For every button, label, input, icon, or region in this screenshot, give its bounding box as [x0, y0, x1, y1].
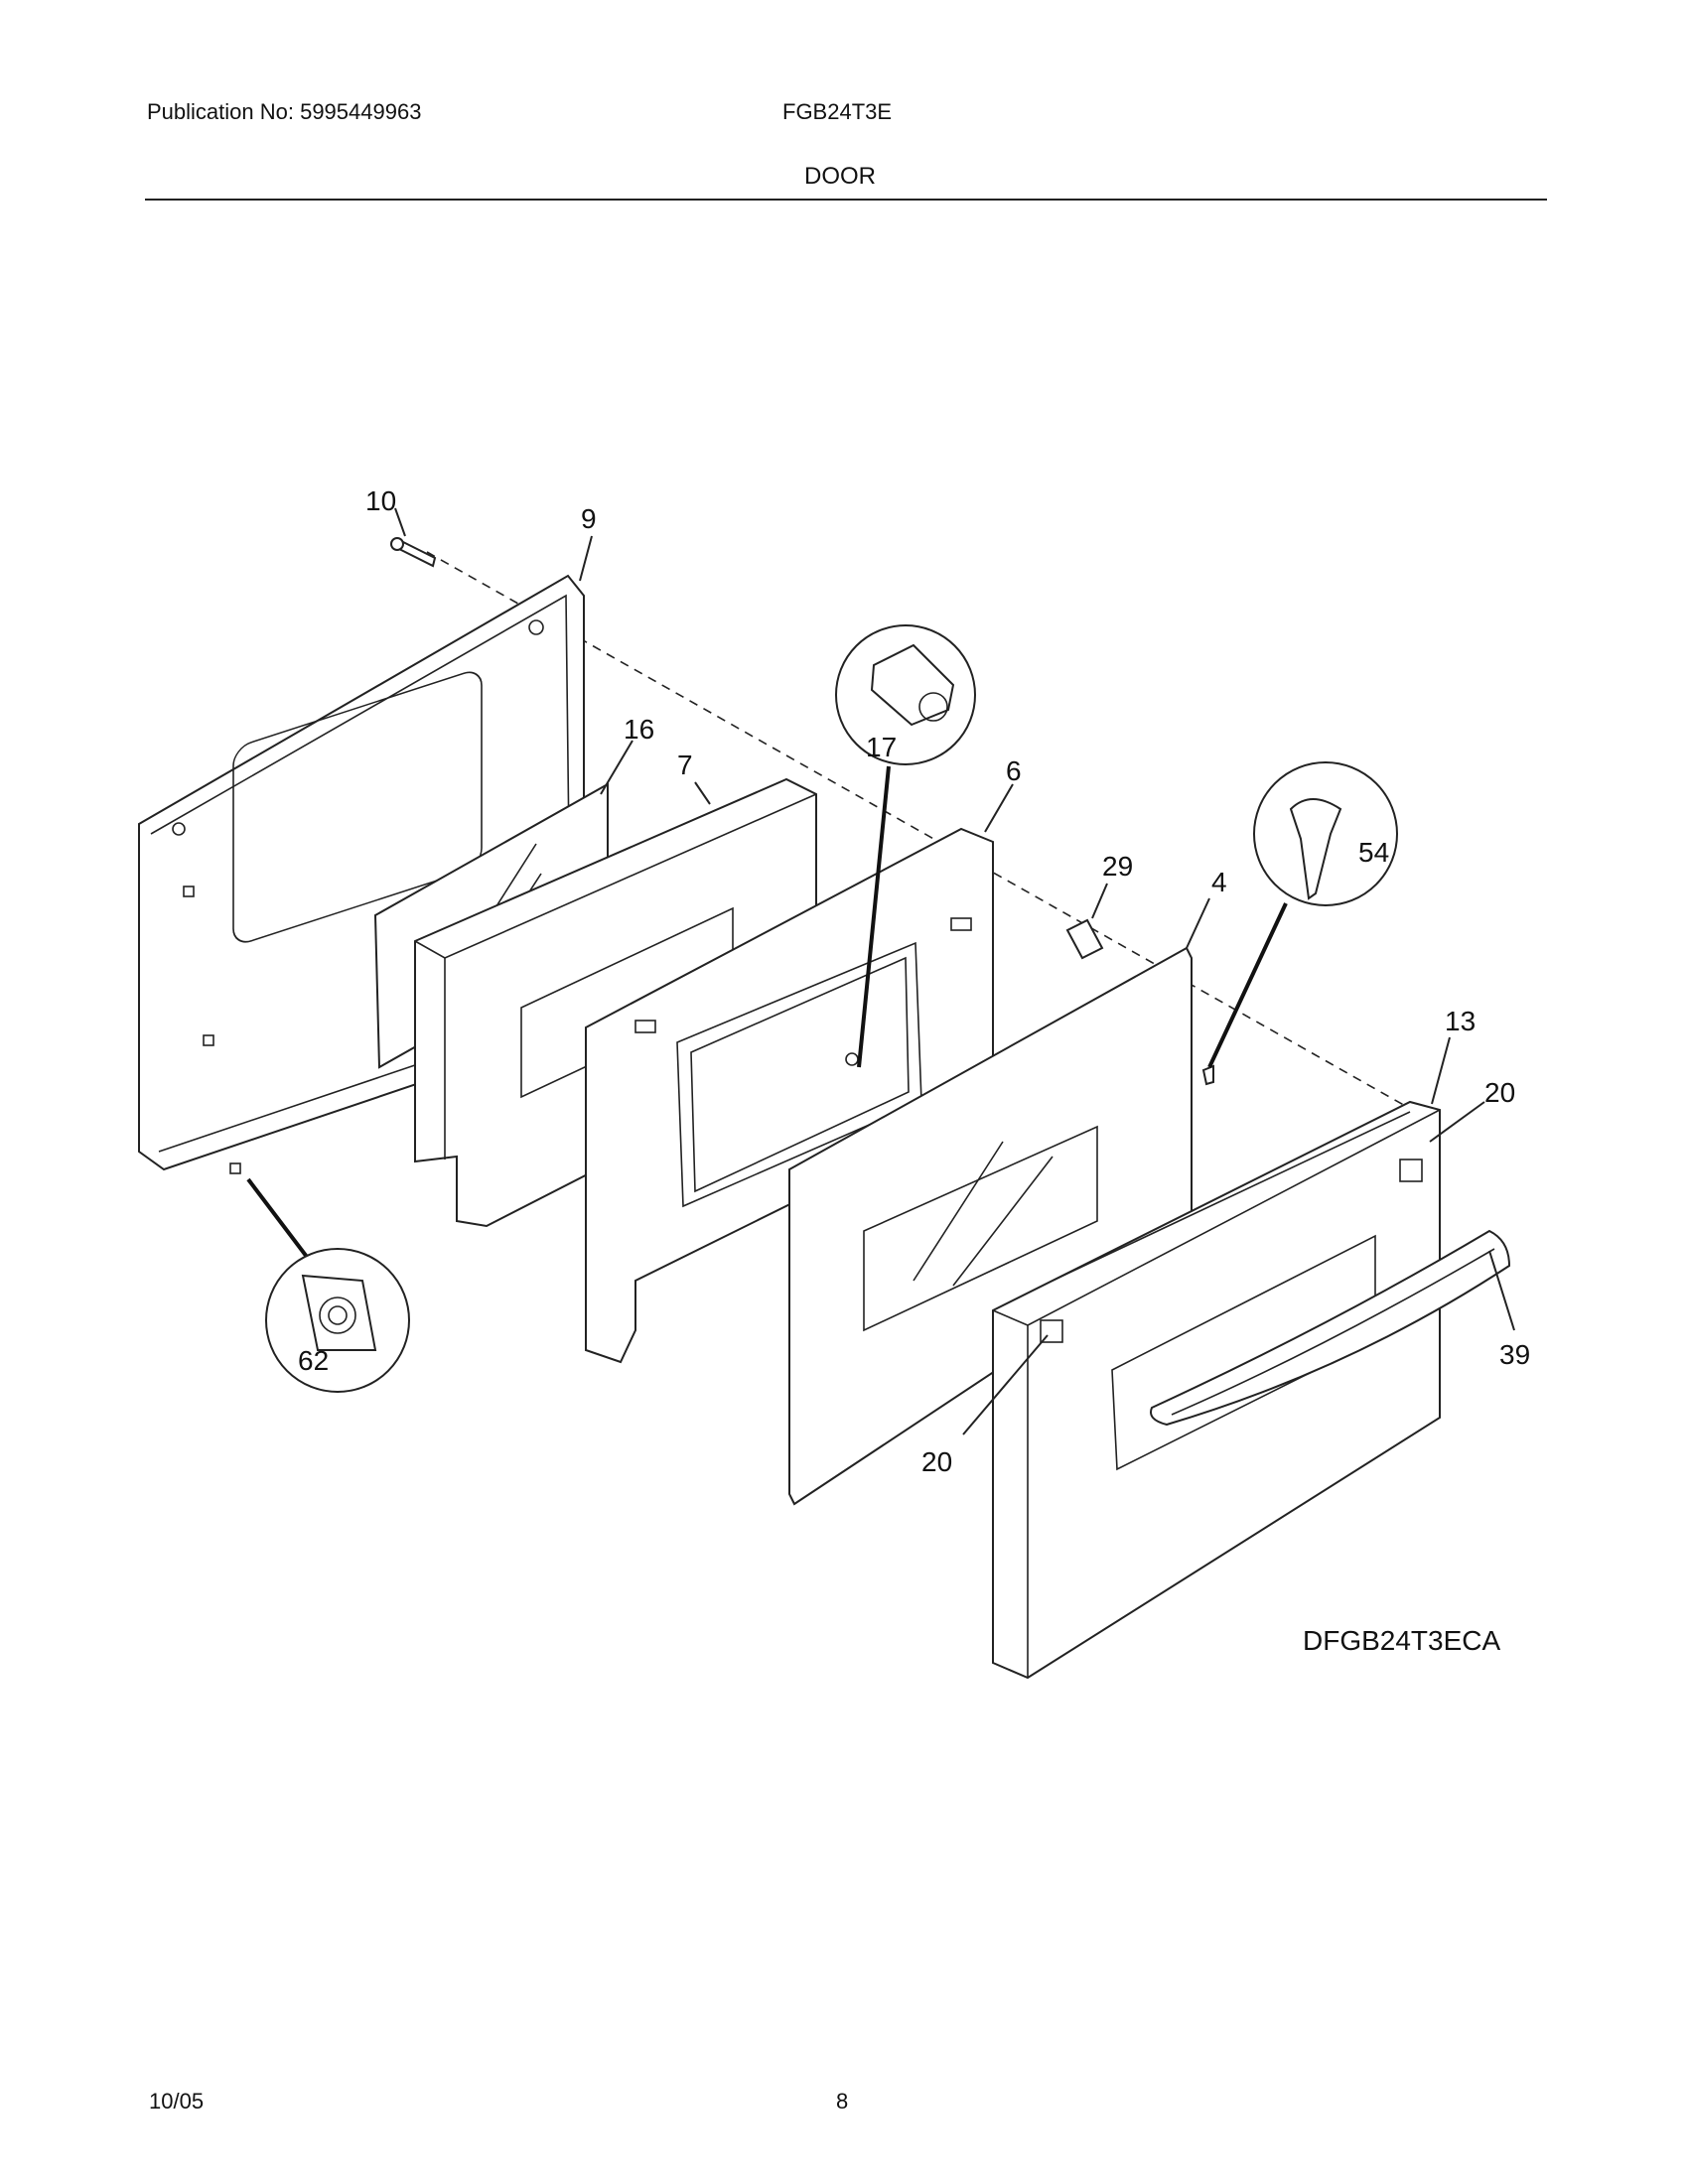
leader-62	[246, 1177, 312, 1263]
callout-62: 62	[298, 1345, 329, 1376]
callout-13: 13	[1445, 1006, 1476, 1036]
callout-9: 9	[581, 503, 597, 534]
leader-10	[394, 507, 406, 537]
detail-62-clip	[265, 1248, 410, 1393]
leader-7	[694, 781, 711, 805]
part-small-screw	[1201, 1064, 1214, 1086]
part-spacer	[1065, 918, 1104, 960]
leader-29	[1091, 883, 1108, 919]
part-door-handle	[1150, 1229, 1511, 1427]
callout-10: 10	[365, 485, 396, 516]
model-number: FGB24T3E	[782, 99, 893, 124]
detail-54-screw	[1253, 761, 1398, 906]
leader-6	[984, 783, 1014, 833]
publication-number: Publication No: 5995449963	[147, 99, 422, 124]
leader-17	[857, 765, 891, 1068]
leader-16	[600, 740, 633, 795]
callout-4: 4	[1211, 867, 1227, 897]
header-rule	[145, 199, 1547, 201]
callout-29: 29	[1102, 851, 1133, 882]
diagram-code: DFGB24T3ECA	[1303, 1625, 1500, 1656]
part-screw	[390, 537, 437, 568]
section-title: DOOR	[804, 163, 876, 190]
assembly-axis-line	[426, 551, 1431, 1121]
callout-20-left: 20	[921, 1446, 952, 1477]
callout-7: 7	[677, 750, 693, 780]
leader-20b	[962, 1334, 1049, 1435]
leader-4	[1186, 897, 1210, 949]
detail-17-knob	[835, 624, 976, 765]
leader-13	[1431, 1036, 1451, 1105]
callout-6: 6	[1006, 755, 1022, 786]
callout-20-right: 20	[1484, 1077, 1515, 1108]
leader-9	[579, 535, 593, 582]
footer-date: 10/05	[149, 2089, 205, 2114]
callout-54: 54	[1358, 837, 1389, 868]
callout-16: 16	[624, 714, 654, 745]
callout-39: 39	[1499, 1339, 1530, 1370]
leader-39	[1488, 1250, 1515, 1331]
leader-54	[1207, 902, 1288, 1068]
callout-17: 17	[866, 732, 897, 762]
footer-page-number: 8	[836, 2089, 849, 2114]
leader-20a	[1429, 1101, 1485, 1143]
